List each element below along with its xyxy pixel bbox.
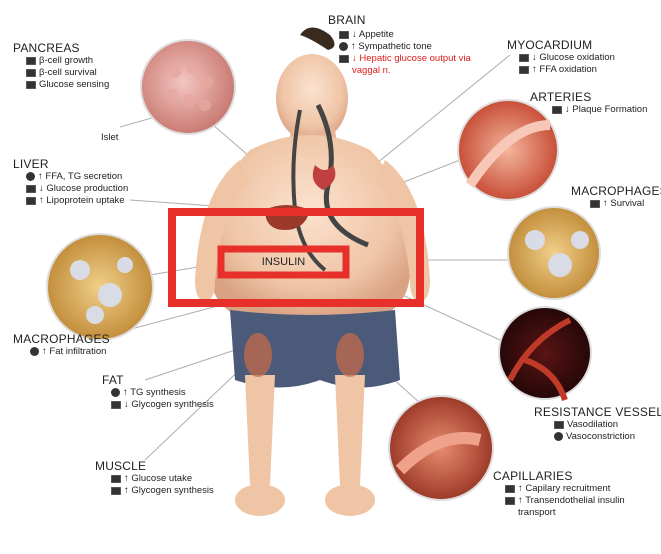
square-icon [519,66,529,74]
round-icon [26,172,35,181]
square-icon [554,421,564,429]
square-icon [519,54,529,62]
macrophages-left-inset [47,234,153,340]
macrophages-right-inset [508,207,600,299]
round-icon [339,42,348,51]
square-icon [111,487,121,495]
muscle-item: ↑ Glucose utake [124,473,192,485]
square-icon [505,497,515,505]
muscle-block: MUSCLE ↑ Glucose utake ↑ Glycogen synthe… [95,459,214,497]
capillaries-block: CAPILLARIES ↑ Capilary recruitment ↑ Tra… [493,469,625,519]
pancreas-item: β-cell survival [39,67,97,79]
resistance-vessels-block: RESISTANCE VESSELS Vasodilation Vasocons… [534,405,661,443]
capillaries-item: ↑ Transendothelial insulin [518,495,625,507]
square-icon [26,197,36,205]
brain-item: vaggal n. [352,65,391,77]
liver-item: ↓ Glucose production [39,183,128,195]
islet-label: Islet [101,132,118,143]
myocardium-block: MYOCARDIUM ↓ Glucose oxidation ↑ FFA oxi… [507,38,615,76]
pancreas-islet-inset [141,40,235,134]
myocardium-item: ↑ FFA oxidation [532,64,597,76]
brain-item: ↓ Appetite [352,29,394,41]
square-icon [26,81,36,89]
round-icon [111,388,120,397]
square-icon [111,475,121,483]
liver-item: ↑ FFA, TG secretion [38,171,122,183]
muscle-title: MUSCLE [95,459,214,473]
macrophages-left-title: MACROPHAGES [13,332,110,346]
resistance-vessels-inset [499,307,591,399]
square-icon [111,401,121,409]
liver-block: LIVER ↑ FFA, TG secretion ↓ Glucose prod… [13,157,128,207]
myocardium-title: MYOCARDIUM [507,38,615,52]
pancreas-item: Glucose sensing [39,79,109,91]
capillaries-title: CAPILLARIES [493,469,625,483]
resistance-vessels-title: RESISTANCE VESSELS [534,405,661,419]
fat-item: ↑ TG synthesis [123,387,186,399]
square-icon [26,185,36,193]
arteries-block: ARTERIES ↓ Plaque Formation [530,90,647,116]
muscle-item: ↑ Glycogen synthesis [124,485,214,497]
capillaries-item: ↑ Capilary recruitment [518,483,610,495]
insulin-label: INSULIN [221,250,346,274]
pancreas-block: PANCREAS β-cell growth β-cell survival G… [13,41,109,91]
resistance-vessels-item: Vasoconstriction [566,431,635,443]
pancreas-title: PANCREAS [13,41,109,55]
square-icon [26,69,36,77]
resistance-vessels-item: Vasodilation [567,419,618,431]
capillaries-item: transport [518,507,556,519]
brain-block: BRAIN ↓ Appetite ↑ Sympathetic tone ↓ He… [328,13,471,77]
round-icon [30,347,39,356]
macrophages-right-title: MACROPHAGES [571,184,661,198]
macrophages-left-item: ↑ Fat infiltration [42,346,106,358]
square-icon [552,106,562,114]
fat-block: FAT ↑ TG synthesis ↓ Glycogen synthesis [102,373,214,411]
brain-item: ↑ Sympathetic tone [351,41,432,53]
square-icon [505,485,515,493]
square-icon [26,57,36,65]
square-icon [339,55,349,63]
arteries-title: ARTERIES [530,90,647,104]
brain-title: BRAIN [328,13,471,27]
fat-title: FAT [102,373,214,387]
myocardium-item: ↓ Glucose oxidation [532,52,615,64]
pancreas-item: β-cell growth [39,55,93,67]
macrophages-right-block: MACROPHAGES ↑ Survival [571,184,661,210]
arteries-item: ↓ Plaque Formation [565,104,647,116]
round-icon [554,432,563,441]
square-icon [590,200,600,208]
liver-title: LIVER [13,157,128,171]
macrophages-right-item: ↑ Survival [603,198,644,210]
liver-item: ↑ Lipoprotein uptake [39,195,125,207]
fat-item: ↓ Glycogen synthesis [124,399,214,411]
brain-item: ↓ Hepatic glucose output via [352,53,471,65]
macrophages-left-block: MACROPHAGES ↑ Fat infiltration [13,332,110,358]
square-icon [339,31,349,39]
